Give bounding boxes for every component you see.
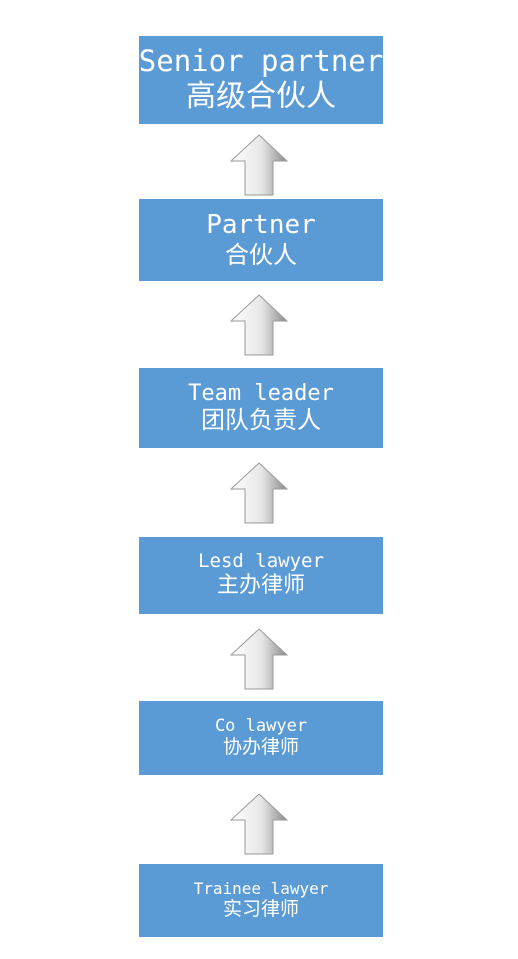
- level-partner: Partner 合伙人: [139, 199, 383, 281]
- level-title-en: Co lawyer: [214, 715, 308, 736]
- level-co-lawyer: Co lawyer 协办律师: [139, 701, 383, 775]
- level-title-zh: 高级合伙人: [186, 78, 336, 114]
- level-team-leader: Team leader 团队负责人: [139, 368, 383, 448]
- level-title-en: Senior partner: [139, 44, 383, 79]
- level-title-zh: 合伙人: [225, 240, 297, 269]
- up-arrow-icon: [229, 628, 289, 690]
- level-title-zh: 实习律师: [222, 898, 299, 921]
- level-title-en: Lesd lawyer: [198, 550, 324, 573]
- level-title-zh: 主办律师: [216, 573, 305, 599]
- level-trainee-lawyer: Trainee lawyer 实习律师: [139, 864, 383, 937]
- level-title-en: Trainee lawyer: [193, 878, 329, 898]
- level-title-en: Partner: [206, 209, 316, 240]
- level-title-en: Team leader: [188, 380, 334, 406]
- level-lead-lawyer: Lesd lawyer 主办律师: [139, 537, 383, 614]
- level-title-zh: 团队负责人: [201, 406, 321, 435]
- up-arrow-icon: [229, 134, 289, 196]
- up-arrow-icon: [229, 793, 289, 855]
- level-title-zh: 协办律师: [222, 736, 299, 759]
- up-arrow-icon: [229, 462, 289, 524]
- level-senior-partner: Senior partner 高级合伙人: [139, 36, 383, 124]
- up-arrow-icon: [229, 294, 289, 356]
